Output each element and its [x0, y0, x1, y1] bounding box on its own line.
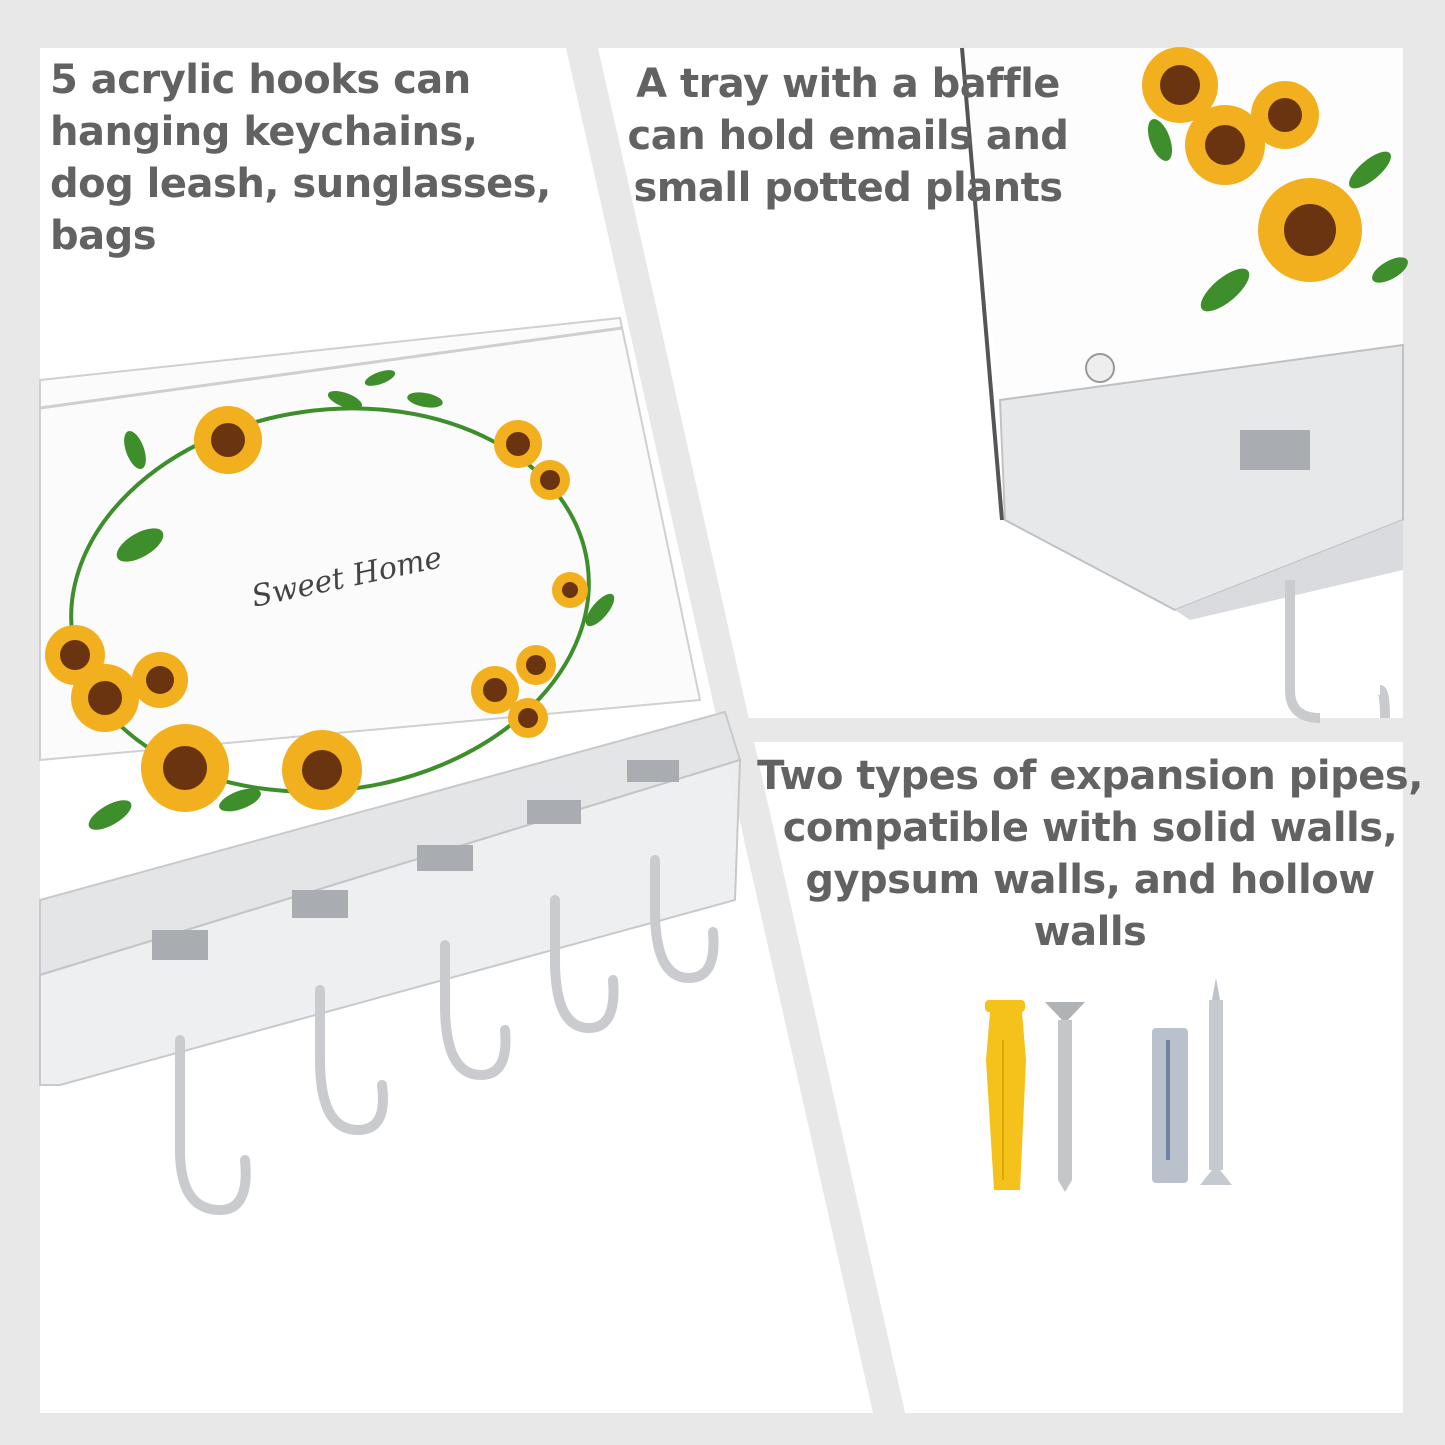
- metal-anchor-icon: [1152, 1028, 1188, 1183]
- bottom-right-panel-caption: Two types of expansion pipes, compatible…: [757, 753, 1423, 955]
- plastic-anchor-icon: [985, 1000, 1026, 1190]
- acrylic-hook-icons: [152, 760, 719, 1216]
- sunflower-icons: [45, 406, 588, 812]
- top-right-product-illustration: [960, 47, 1408, 723]
- top-right-panel-caption: A tray with a baffle can hold emails and…: [627, 61, 1069, 211]
- horizontal-gutter: [725, 718, 1403, 742]
- hardware-illustration: [985, 978, 1232, 1192]
- sunflower-icons-top-right: [1142, 47, 1408, 312]
- leaf-decorations: [88, 370, 615, 830]
- screw-icon: [1045, 1002, 1085, 1192]
- left-panel-caption: 5 acrylic hooks can hanging keychains, d…: [50, 57, 551, 259]
- left-product-illustration: [39, 316, 742, 1216]
- screw-icon-2: [1200, 978, 1232, 1185]
